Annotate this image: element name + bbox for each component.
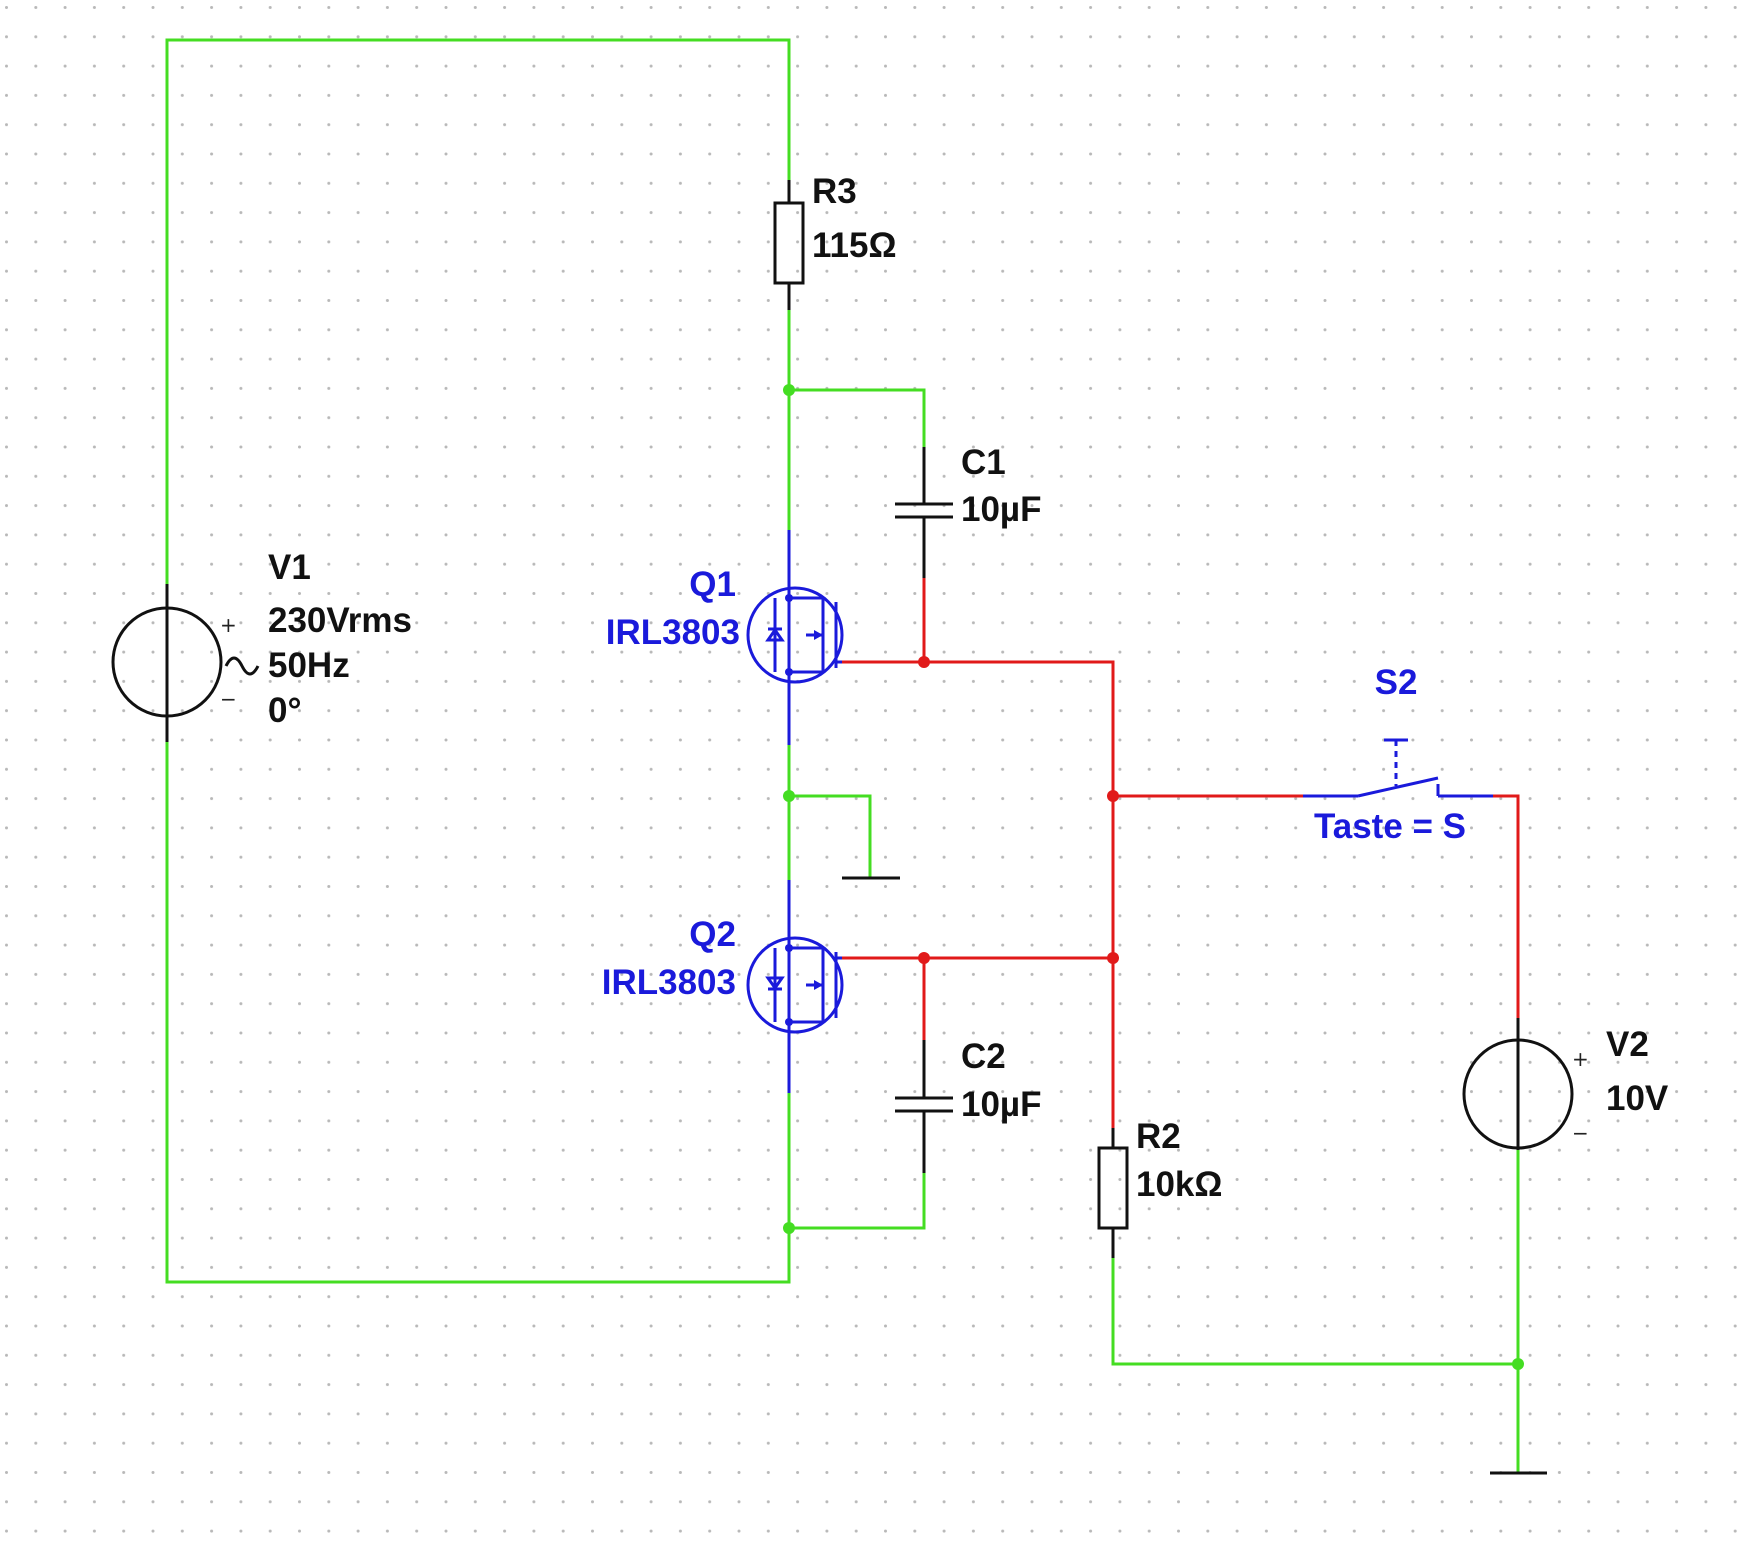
r3-to-drain-wire[interactable] <box>787 310 926 530</box>
q2-source-to-c2-wire[interactable] <box>789 1173 926 1230</box>
q2-mosfet[interactable] <box>746 936 844 1034</box>
s2-ref-label: S2 <box>1375 663 1418 702</box>
diode-icon <box>765 976 785 991</box>
s2-key-label: Taste = S <box>1314 807 1466 846</box>
arrow-icon <box>814 630 823 640</box>
q1-mosfet[interactable] <box>746 586 844 684</box>
c1-value-label: 10µF <box>961 490 1041 529</box>
q2-model-label: IRL3803 <box>602 963 736 1002</box>
v1-phase-label: 0° <box>268 691 301 730</box>
junction-dots <box>783 384 1524 1370</box>
c2-value-label: 10µF <box>961 1085 1041 1124</box>
v2-plus-sign: + <box>1572 1047 1589 1071</box>
v1-minus-sign: − <box>220 687 237 711</box>
gate-net-wire[interactable] <box>842 578 1520 1128</box>
v2-minus-sign: − <box>1572 1121 1589 1145</box>
junction-dot <box>918 656 930 668</box>
q2-ref-label: Q2 <box>689 915 736 954</box>
c1-ref-label: C1 <box>961 443 1006 482</box>
v1-ref-label: V1 <box>268 548 311 587</box>
source-to-ground-wire[interactable] <box>787 745 872 880</box>
junction-dot <box>1107 952 1119 964</box>
sine-wave-icon <box>224 656 260 676</box>
junction-dot <box>918 952 930 964</box>
junction-dot <box>783 790 795 802</box>
junction-dot <box>1107 790 1119 802</box>
r2-resistor[interactable] <box>1097 1128 1129 1258</box>
v1-frequency-label: 50Hz <box>268 646 350 685</box>
r3-resistor[interactable] <box>773 180 805 310</box>
junction-dot <box>783 384 795 396</box>
r3-ref-label: R3 <box>812 172 857 211</box>
ac-loop-wire[interactable] <box>165 38 791 1284</box>
junction-dot <box>783 1222 795 1234</box>
q1-ref-label: Q1 <box>689 565 736 604</box>
r2-value-label: 10kΩ <box>1136 1165 1222 1204</box>
v2-dc-source[interactable]: + − <box>1462 1018 1589 1150</box>
junction-dot <box>1512 1358 1524 1370</box>
v2-ref-label: V2 <box>1606 1025 1649 1064</box>
c2-ref-label: C2 <box>961 1037 1006 1076</box>
v1-voltage-label: 230Vrms <box>268 601 412 640</box>
r3-value-label: 115Ω <box>812 226 897 265</box>
v1-ac-source[interactable]: + − <box>111 584 260 742</box>
v2-value-label: 10V <box>1606 1079 1669 1118</box>
diode-icon <box>765 627 785 642</box>
v1-plus-sign: + <box>220 613 237 637</box>
r2-to-v2-ground-wire[interactable] <box>1111 1150 1520 1473</box>
r2-ref-label: R2 <box>1136 1117 1181 1156</box>
c2-capacitor[interactable] <box>895 1040 953 1173</box>
q1-model-label: IRL3803 <box>606 613 740 652</box>
c1-capacitor[interactable] <box>895 447 953 578</box>
arrow-icon <box>814 980 823 990</box>
s2-push-switch[interactable] <box>1303 738 1493 798</box>
